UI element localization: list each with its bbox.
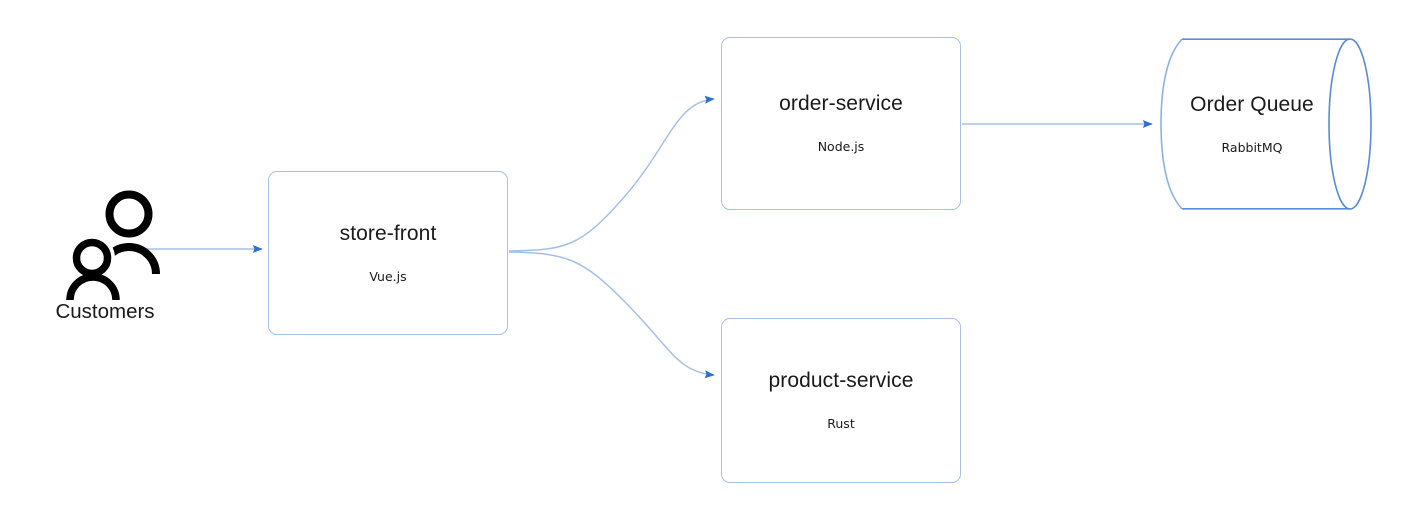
- two-persons-actor-icon: [66, 190, 160, 300]
- node-store-front-title: store-front: [339, 221, 437, 245]
- node-customers-label: Customers: [55, 300, 155, 323]
- node-product-service[interactable]: product-service Rust: [721, 318, 961, 483]
- node-product-service-title: product-service: [768, 369, 914, 393]
- node-order-service-subtitle: Node.js: [817, 139, 865, 155]
- node-store-front-subtitle: Vue.js: [369, 268, 407, 284]
- node-customers[interactable]: Customers: [30, 188, 180, 340]
- node-order-queue[interactable]: Order Queue RabbitMQ: [1160, 38, 1372, 210]
- edge-store-front-to-order-service: [508, 95, 715, 252]
- node-order-queue-title: Order Queue: [1190, 92, 1314, 116]
- node-order-service-title: order-service: [779, 92, 903, 116]
- edge-store-front-to-product-service: [508, 251, 715, 379]
- node-order-service[interactable]: order-service Node.js: [721, 37, 961, 210]
- node-store-front[interactable]: store-front Vue.js: [268, 171, 508, 335]
- cylinder-shape-icon: [1160, 38, 1372, 210]
- node-product-service-subtitle: Rust: [827, 416, 855, 432]
- node-order-queue-subtitle: RabbitMQ: [1221, 139, 1283, 155]
